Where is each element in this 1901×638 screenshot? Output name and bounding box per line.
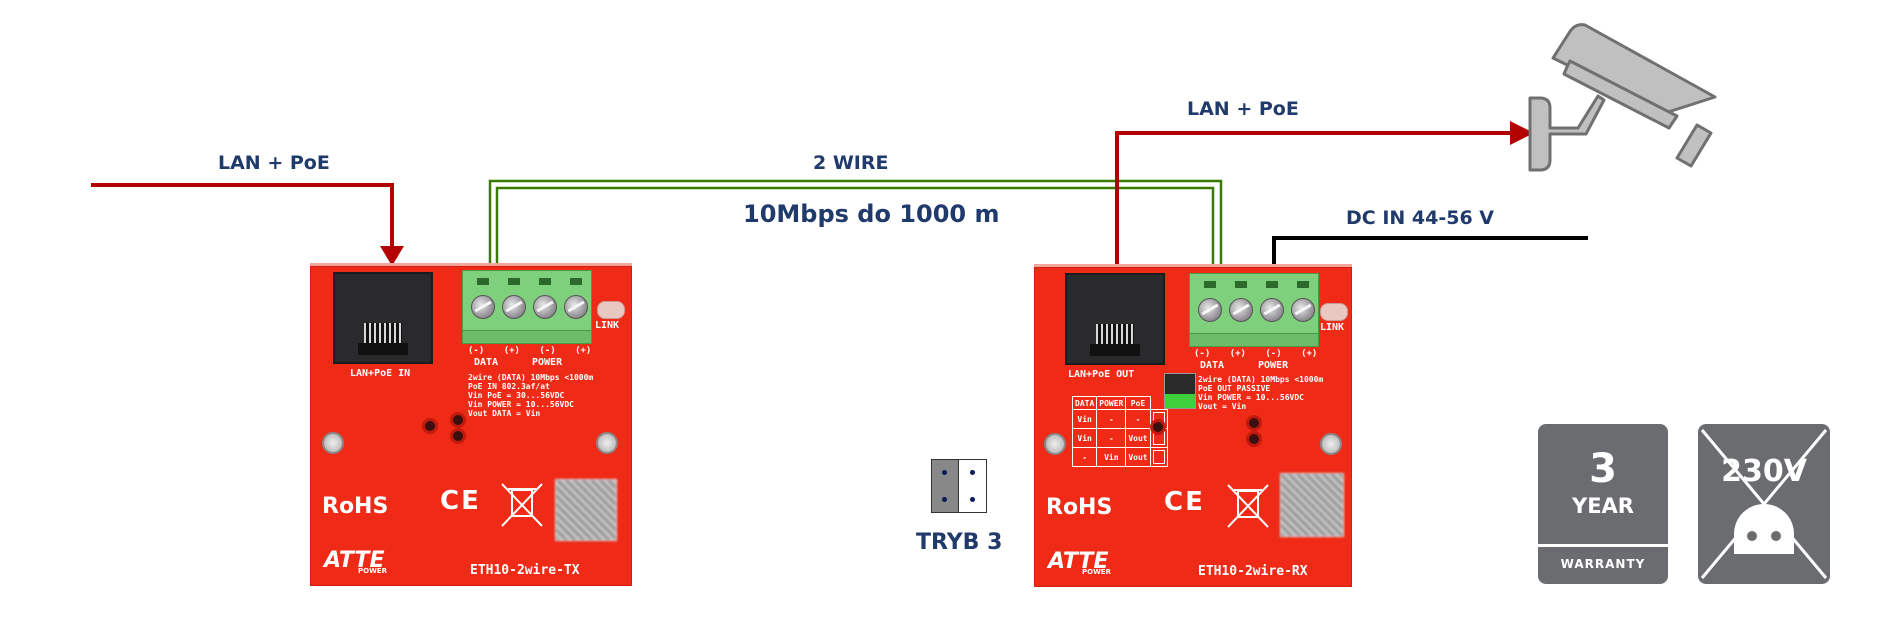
dc-in-wire	[1272, 236, 1588, 265]
lan-poe-out-label: LAN + PoE	[1187, 98, 1299, 120]
rx-via	[1150, 419, 1166, 435]
tx-spec-line: Vin PoE = 30...56VDC	[468, 391, 565, 400]
tx-spec-line: Vout DATA = Vin	[468, 409, 541, 418]
rx-pol-4: (+)	[1301, 349, 1318, 359]
speed-distance-label: 10Mbps do 1000 m	[743, 200, 1000, 228]
rx-brand-logo: ATTE POWER	[1048, 549, 1111, 576]
lan-poe-out-arrow-icon	[1510, 121, 1534, 145]
rx-mount-screw	[1320, 433, 1342, 455]
rx-power-label: POWER	[1258, 360, 1289, 371]
cctv-camera-icon	[1528, 23, 1717, 172]
rx-via	[1246, 431, 1262, 447]
tx-mount-screw	[596, 432, 618, 454]
rx-pol-2: (+)	[1229, 349, 1246, 359]
rx-link-led	[1320, 303, 1348, 321]
warranty-number: 3	[1589, 446, 1617, 492]
tx-rj45-port	[333, 272, 433, 364]
tx-link-label: LINK	[595, 320, 620, 331]
rx-pol-3: (-)	[1265, 349, 1282, 359]
tx-terminal-block	[462, 270, 592, 344]
crossed-bin-icon	[501, 483, 543, 527]
tx-rj45-label: LAN+PoE IN	[350, 368, 411, 379]
rx-board: LAN+PoE OUT LINK (-) (+) (-) (+) DATA PO…	[1034, 264, 1352, 587]
tx-ce-mark: CE	[440, 486, 481, 516]
rx-mount-screw	[1044, 433, 1066, 455]
tx-pol-4: (+)	[575, 346, 592, 356]
lan-poe-in-wire	[91, 183, 394, 252]
crossed-bin-icon	[1227, 484, 1269, 528]
tx-power-label: POWER	[532, 357, 563, 368]
two-wire-outer	[488, 179, 1223, 265]
tx-spec-line: 2wire (DATA) 10Mbps <1000m	[468, 373, 594, 382]
rx-via	[1246, 415, 1262, 431]
rx-spec-line: Vout = Vin	[1198, 402, 1247, 411]
jumper-icon	[931, 459, 987, 513]
lan-poe-in-label: LAN + PoE	[218, 152, 330, 174]
rx-table-header: POWER	[1096, 396, 1127, 410]
tx-pol-1: (-)	[468, 346, 485, 356]
rx-spec-line: Vin POWER = 10...56VDC	[1198, 393, 1304, 402]
tx-pol-2: (+)	[503, 346, 520, 356]
tx-qr-code	[555, 479, 617, 541]
tx-link-led	[597, 301, 625, 319]
rx-rohs-mark: RoHS	[1046, 495, 1113, 520]
rx-mode-table: DATA POWER PoE Vin - - Vin - Vout - Vin …	[1071, 396, 1168, 467]
rx-terminal-block	[1189, 273, 1319, 347]
two-wire-inner	[495, 186, 1215, 265]
lan-poe-in-arrow-icon	[380, 246, 404, 266]
tx-pol-3: (-)	[539, 346, 556, 356]
tx-via	[450, 412, 466, 428]
no-230v-badge: 230V	[1698, 424, 1830, 584]
rx-brand-sub: POWER	[1082, 568, 1111, 576]
tx-via	[450, 428, 466, 444]
rx-table-row: - Vin Vout	[1071, 447, 1168, 467]
warranty-unit: YEAR	[1572, 494, 1634, 518]
rx-table-header: DATA	[1071, 396, 1098, 410]
warranty-label: WARRANTY	[1560, 557, 1646, 571]
jumper-mode-label: TRYB 3	[916, 530, 1003, 555]
two-wire-label: 2 WIRE	[813, 152, 889, 174]
rx-table-header: PoE	[1125, 396, 1151, 410]
tx-via	[422, 418, 438, 434]
tx-model: ETH10-2wire-TX	[470, 563, 580, 578]
no-mains-plug-icon	[1700, 429, 1828, 579]
tx-data-label: DATA	[474, 357, 499, 368]
rx-spec-text: 2wire (DATA) 10Mbps <1000m PoE OUT PASSI…	[1198, 375, 1323, 411]
rx-spec-line: 2wire (DATA) 10Mbps <1000m	[1198, 375, 1324, 384]
tx-brand-logo: ATTE POWER	[324, 548, 387, 575]
rx-link-label: LINK	[1320, 322, 1345, 333]
tx-rohs-mark: RoHS	[322, 494, 389, 519]
lan-poe-out-wire	[1115, 131, 1520, 265]
jumper-mode-3-icon	[1152, 450, 1165, 464]
tx-brand: ATTE	[324, 548, 385, 573]
rx-pol-1: (-)	[1194, 349, 1211, 359]
tx-spec-text: 2wire (DATA) 10Mbps <1000m PoE IN 802.3a…	[468, 373, 593, 418]
rx-data-label: DATA	[1200, 360, 1225, 371]
rx-mode-jumper	[1164, 373, 1196, 409]
rx-spec-line: PoE OUT PASSIVE	[1198, 384, 1271, 393]
tx-mount-screw	[322, 432, 344, 454]
rx-rj45-label: LAN+PoE OUT	[1068, 369, 1135, 380]
tx-spec-line: PoE IN 802.3af/at	[468, 382, 550, 391]
rx-rj45-port	[1065, 273, 1165, 365]
warranty-badge: 3 YEAR WARRANTY	[1538, 424, 1668, 584]
rx-ce-mark: CE	[1164, 487, 1205, 517]
rx-model: ETH10-2wire-RX	[1198, 564, 1308, 579]
dc-in-label: DC IN 44-56 V	[1346, 207, 1495, 229]
rx-qr-code	[1280, 473, 1344, 537]
tx-brand-sub: POWER	[358, 567, 387, 575]
tx-board: LAN+PoE IN LINK (-) (+) (-) (+) DATA POW…	[310, 263, 632, 586]
tx-spec-line: Vin POWER = 10...56VDC	[468, 400, 574, 409]
rx-brand: ATTE	[1048, 549, 1109, 574]
